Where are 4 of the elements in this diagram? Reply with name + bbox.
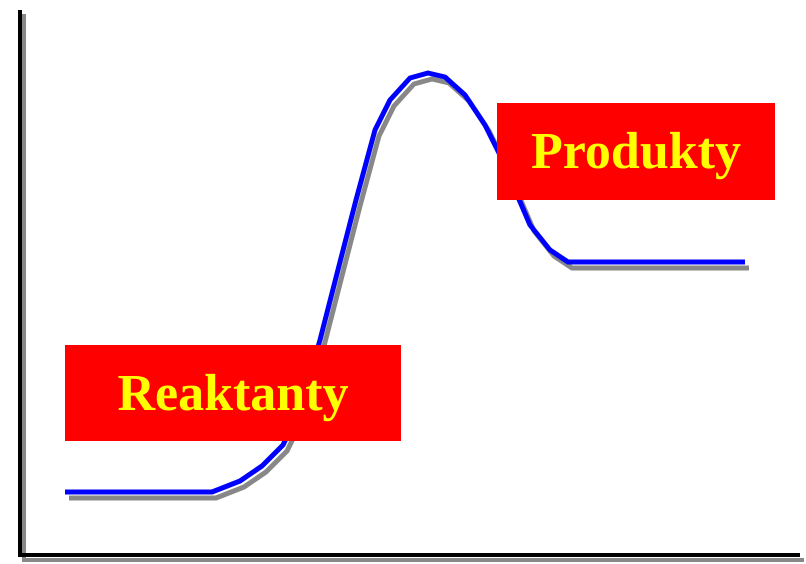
label-box: [65, 345, 401, 441]
box-label: Produkty: [531, 122, 741, 181]
box-label: Reaktanty: [117, 364, 349, 422]
label-box: [497, 103, 775, 200]
